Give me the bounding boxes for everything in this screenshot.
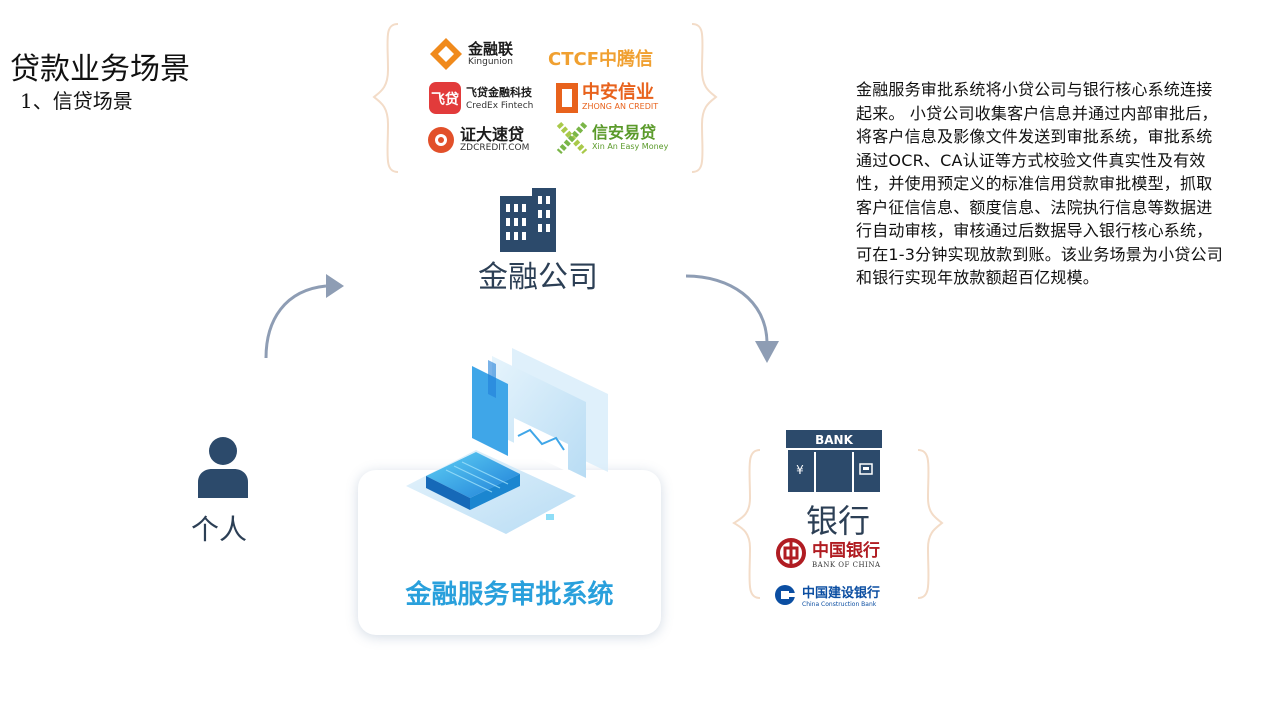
logo-bank-of-china: 中国银行 BANK OF CHINA — [776, 536, 881, 569]
logo-sub: BANK OF CHINA — [812, 561, 881, 569]
bank-of-china-icon — [776, 537, 806, 568]
arrow-finance-to-bank — [685, 274, 769, 343]
logo-name: 金融联 — [468, 39, 514, 58]
brace-right-bank — [917, 449, 944, 599]
brace-left-bank — [732, 449, 761, 599]
logo-kingunion: 金融联 Kingunion — [428, 34, 513, 74]
brace-left-finance — [372, 23, 399, 173]
person-icon — [198, 437, 248, 498]
logo-sub: ZHONG AN CREDIT — [582, 101, 659, 111]
logo-ccb: 中国建设银行 China Construction Bank — [774, 582, 880, 608]
zhongan-icon — [556, 83, 578, 113]
arrowhead-finance-to-bank — [755, 341, 779, 363]
server-illustration-icon — [406, 348, 608, 534]
brace-right-finance — [691, 23, 718, 173]
ccb-icon — [775, 585, 796, 605]
kingunion-icon — [430, 38, 462, 70]
person-label: 个人 — [191, 513, 248, 546]
building-icon — [500, 188, 556, 252]
logo-name: 证大速贷 — [460, 124, 525, 144]
zdcredit-icon — [428, 127, 454, 153]
scenario-description: 金融服务审批系统将小贷公司与银行核心系统连接起来。 小贷公司收集客户信息并通过内… — [856, 80, 1223, 287]
svg-text:¥: ¥ — [796, 463, 804, 477]
bank-icon: BANK ¥ — [786, 430, 882, 492]
logo-sub: Kingunion — [468, 56, 513, 67]
logo-sub: ZDCREDIT.COM — [460, 142, 530, 153]
logo-credex: 飞贷 飞贷金融科技 CredEx Fintech — [428, 78, 533, 118]
logo-sub: CredEx Fintech — [466, 100, 534, 111]
credex-icon: 飞贷 — [429, 82, 461, 114]
bank-sign-text: BANK — [815, 433, 853, 447]
xinan-icon — [556, 121, 588, 155]
logo-name: 中国建设银行 — [802, 586, 881, 601]
arrowhead-person-to-finance — [326, 274, 344, 298]
finance-company-label: 金融公司 — [478, 260, 598, 295]
page-title: 贷款业务场景 — [10, 52, 190, 87]
logo-xinan: 信安易贷 Xin An Easy Money — [556, 118, 668, 158]
logo-name: CTCF中腾信 — [548, 49, 653, 70]
logo-name: 中国银行 — [812, 541, 880, 561]
logo-ctcf: CTCF中腾信 — [548, 40, 653, 80]
logo-name: 中安信业 — [582, 81, 654, 103]
logo-zhongan: 中安信业 ZHONG AN CREDIT — [556, 78, 658, 118]
system-label: 金融服务审批系统 — [405, 580, 614, 610]
page-subtitle: 1、信贷场景 — [20, 89, 133, 113]
logo-sub: China Construction Bank — [802, 601, 877, 608]
logo-sub: Xin An Easy Money — [592, 141, 669, 151]
bank-label: 银行 — [806, 502, 871, 540]
arrow-person-to-finance — [264, 284, 327, 359]
logo-zdcredit: 证大速贷 ZDCREDIT.COM — [426, 120, 529, 160]
svg-text:飞贷: 飞贷 — [431, 91, 459, 108]
logo-name: 信安易贷 — [592, 122, 657, 142]
logo-name: 飞贷金融科技 — [466, 85, 532, 99]
